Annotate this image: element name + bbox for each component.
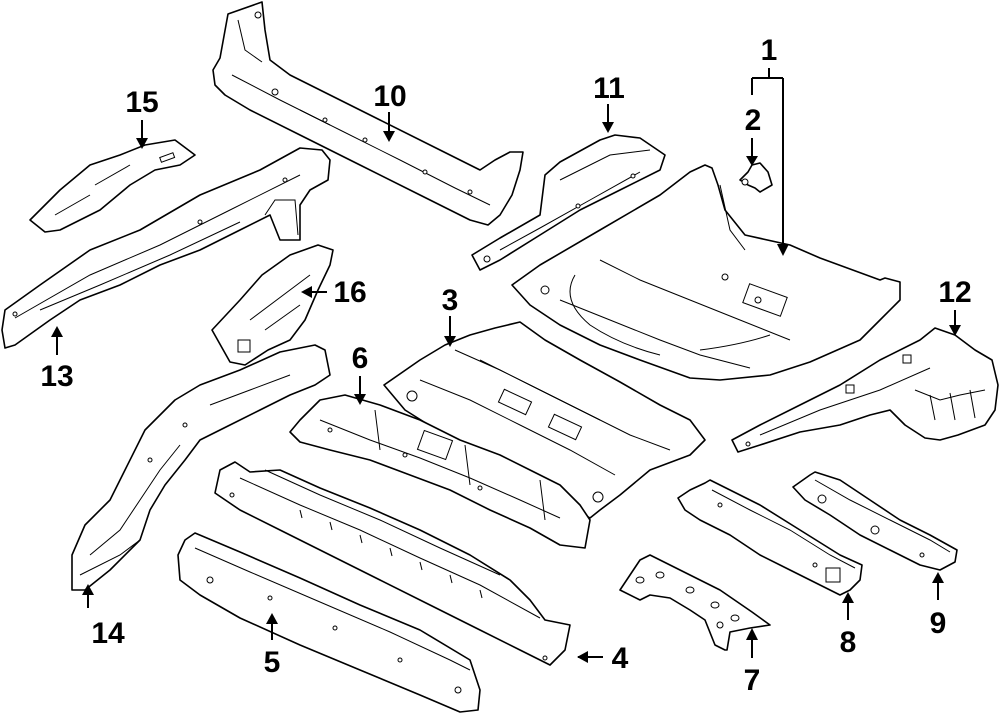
callout-6: 6 bbox=[352, 342, 369, 405]
arrow-10 bbox=[383, 131, 395, 142]
part-8-rear-rail-reinforcement[interactable] bbox=[677, 479, 863, 596]
callout-8: 8 bbox=[840, 592, 857, 659]
arrow-5 bbox=[266, 613, 278, 624]
arrow-11 bbox=[602, 122, 614, 133]
arrow-12 bbox=[949, 325, 961, 336]
arrow-13 bbox=[51, 326, 63, 337]
callout-label-3: 3 bbox=[442, 284, 459, 317]
part-4-inner-rocker-panel[interactable] bbox=[214, 461, 571, 666]
part-14-front-side-rail[interactable] bbox=[71, 344, 331, 591]
callout-15: 15 bbox=[125, 86, 159, 149]
part-12-right-rear-side-rail[interactable] bbox=[731, 327, 999, 453]
callout-label-13: 13 bbox=[40, 360, 73, 393]
callout-4: 4 bbox=[577, 642, 629, 675]
callout-3: 3 bbox=[442, 284, 459, 347]
callout-label-9: 9 bbox=[930, 607, 947, 640]
arrow-4 bbox=[577, 651, 588, 663]
part-5-rocker-reinforcement[interactable] bbox=[177, 532, 481, 713]
callout-9: 9 bbox=[930, 572, 947, 640]
part-13-front-frame-rail[interactable] bbox=[1, 147, 331, 349]
part-6-floor-crossmember[interactable] bbox=[289, 394, 591, 549]
part-16-rail-gusset[interactable] bbox=[211, 244, 334, 366]
callout-11: 11 bbox=[593, 72, 625, 133]
callout-label-4: 4 bbox=[612, 642, 629, 675]
part-15-rail-reinforcement[interactable] bbox=[29, 139, 196, 233]
callout-label-12: 12 bbox=[938, 276, 971, 309]
part-7-rail-extension-bracket[interactable] bbox=[619, 554, 771, 651]
arrow-9 bbox=[932, 572, 944, 583]
arrow-6 bbox=[354, 394, 366, 405]
callout-10: 10 bbox=[373, 80, 407, 142]
callout-2: 2 bbox=[745, 104, 762, 166]
part-10-rear-crossmember[interactable] bbox=[212, 1, 524, 226]
callout-7: 7 bbox=[744, 628, 761, 697]
callout-label-6: 6 bbox=[352, 342, 369, 375]
callout-13: 13 bbox=[40, 326, 74, 393]
callout-label-14: 14 bbox=[91, 617, 125, 650]
callout-label-7: 7 bbox=[744, 664, 761, 697]
callout-label-16: 16 bbox=[333, 276, 366, 309]
callout-label-10: 10 bbox=[373, 80, 406, 113]
callout-16: 16 bbox=[301, 276, 367, 309]
callout-label-1: 1 bbox=[761, 34, 778, 67]
callouts: 1 2 3 4 5 bbox=[40, 34, 971, 697]
arrow-14 bbox=[82, 584, 94, 595]
arrow-1 bbox=[777, 244, 789, 256]
callout-label-2: 2 bbox=[745, 104, 762, 137]
part-9-rear-rail-extension[interactable] bbox=[792, 471, 958, 571]
callout-label-11: 11 bbox=[593, 72, 625, 105]
arrow-15 bbox=[136, 138, 148, 149]
callout-12: 12 bbox=[938, 276, 972, 336]
part-2-bracket-clip[interactable] bbox=[739, 162, 773, 193]
callout-14: 14 bbox=[82, 584, 125, 650]
arrow-2 bbox=[746, 156, 758, 166]
callout-label-8: 8 bbox=[840, 626, 857, 659]
part-11-left-rear-side-rail[interactable] bbox=[471, 134, 666, 271]
callout-label-15: 15 bbox=[125, 86, 158, 119]
arrow-7 bbox=[746, 628, 758, 640]
arrow-8 bbox=[842, 592, 854, 603]
callout-label-5: 5 bbox=[264, 646, 281, 679]
callout-1: 1 bbox=[751, 34, 789, 256]
arrow-16 bbox=[301, 286, 312, 298]
callout-5: 5 bbox=[264, 613, 281, 679]
arrow-3 bbox=[444, 336, 456, 347]
part-1-floor-pan-assembly[interactable] bbox=[511, 164, 901, 381]
